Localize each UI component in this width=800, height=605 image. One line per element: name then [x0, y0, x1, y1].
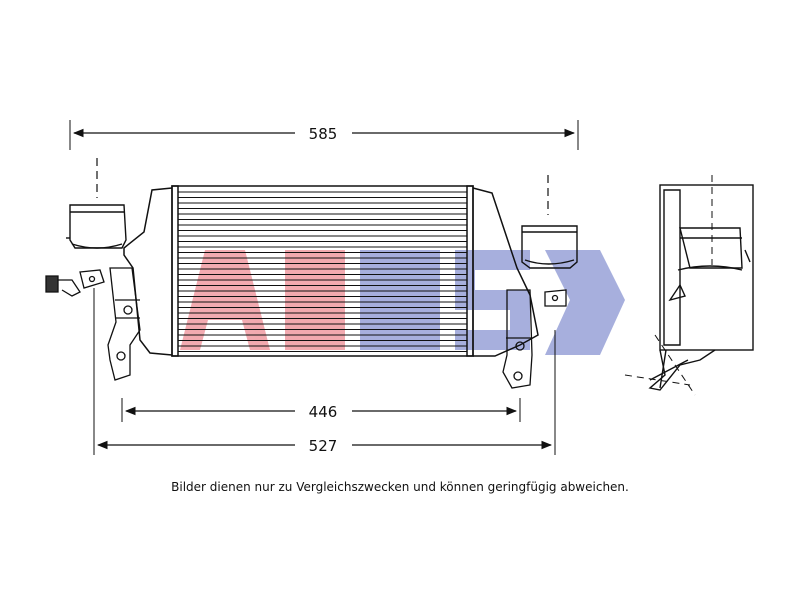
center-lines: [96, 158, 549, 215]
dimension-mount: 527: [93, 288, 556, 455]
side-view: [648, 184, 754, 391]
disclaimer-caption: Bilder dienen nur zu Vergleichszwecken u…: [171, 480, 629, 494]
right-sensor: [544, 289, 567, 307]
dimension-label-core: 446: [309, 403, 338, 421]
left-bracket: [107, 267, 141, 381]
left-inlet-pipe: [66, 204, 127, 249]
left-sensor: [45, 269, 105, 297]
dimension-label-overall: 585: [309, 125, 338, 143]
dimension-label-mount: 527: [309, 437, 338, 455]
intercooler-core: [123, 185, 539, 357]
dimension-core: 446: [121, 398, 521, 422]
dimension-overall: 585: [69, 120, 579, 150]
right-outlet-pipe: [521, 225, 578, 269]
right-bracket: [502, 289, 533, 389]
side-view-center-lines: [624, 175, 713, 396]
core-fins: [178, 191, 467, 352]
